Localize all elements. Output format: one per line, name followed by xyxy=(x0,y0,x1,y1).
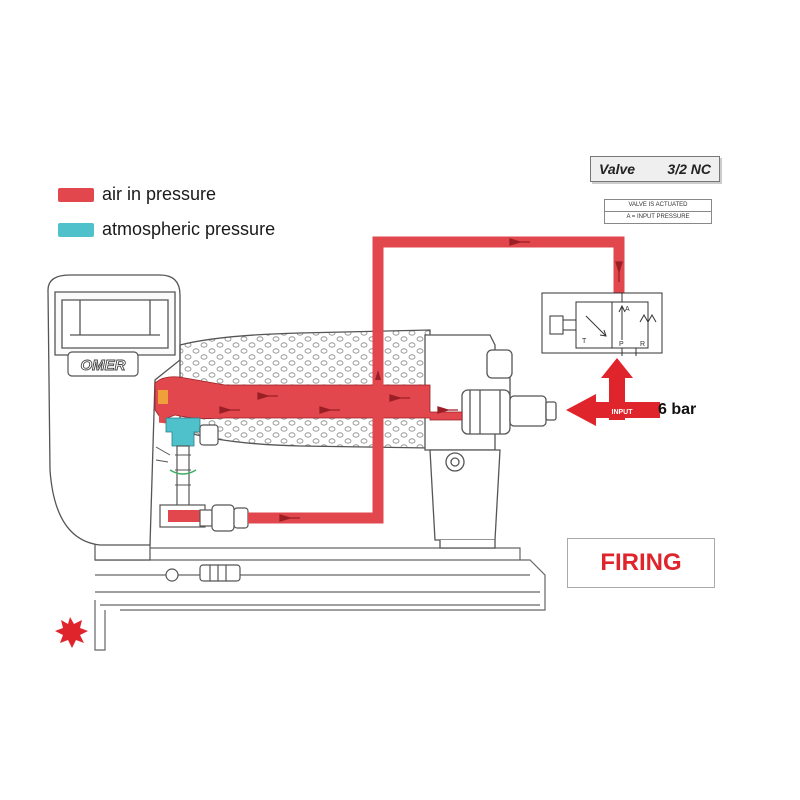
legend-label-atmospheric: atmospheric pressure xyxy=(102,219,276,239)
port-p-label: P xyxy=(619,341,624,348)
tool-head xyxy=(47,274,181,546)
valve-title-right: 3/2 NC xyxy=(667,161,711,177)
pressure-line xyxy=(248,236,625,524)
state-label: FIRING xyxy=(600,549,682,576)
svg-text:OMER: OMER xyxy=(81,357,126,374)
stand xyxy=(429,449,501,549)
flow-arrows xyxy=(219,238,623,522)
port-a-label: A xyxy=(625,306,630,313)
state-label-box: FIRING xyxy=(567,538,715,588)
air-inlet-fitting xyxy=(424,334,557,451)
port-t-label: T xyxy=(582,338,587,345)
port-r-label: R xyxy=(640,341,645,348)
trigger-valve xyxy=(159,504,249,532)
input-pressure-label: 6 bar xyxy=(658,401,697,418)
legend-item-atmospheric: atmospheric pressure xyxy=(58,219,275,240)
input-arrows: INPUT xyxy=(566,358,660,426)
atmospheric-valve-area xyxy=(155,417,219,507)
valve-note-input: A = INPUT PRESSURE xyxy=(604,211,712,224)
atmospheric-swatch xyxy=(58,222,94,237)
input-label: INPUT xyxy=(612,409,634,416)
omer-logo-plate: OMER xyxy=(67,351,139,377)
valve-title: Valve 3/2 NC xyxy=(590,156,720,182)
valve-port-labels: A P R T xyxy=(582,306,645,348)
legend-label-pressure: air in pressure xyxy=(102,184,217,204)
valve-schematic xyxy=(541,292,663,356)
legend-item-pressure: air in pressure xyxy=(58,184,216,205)
pressure-swatch xyxy=(58,187,94,202)
firing-indicator-icon xyxy=(55,617,88,648)
magazine-rail xyxy=(94,547,546,651)
valve-title-left: Valve xyxy=(599,161,636,177)
